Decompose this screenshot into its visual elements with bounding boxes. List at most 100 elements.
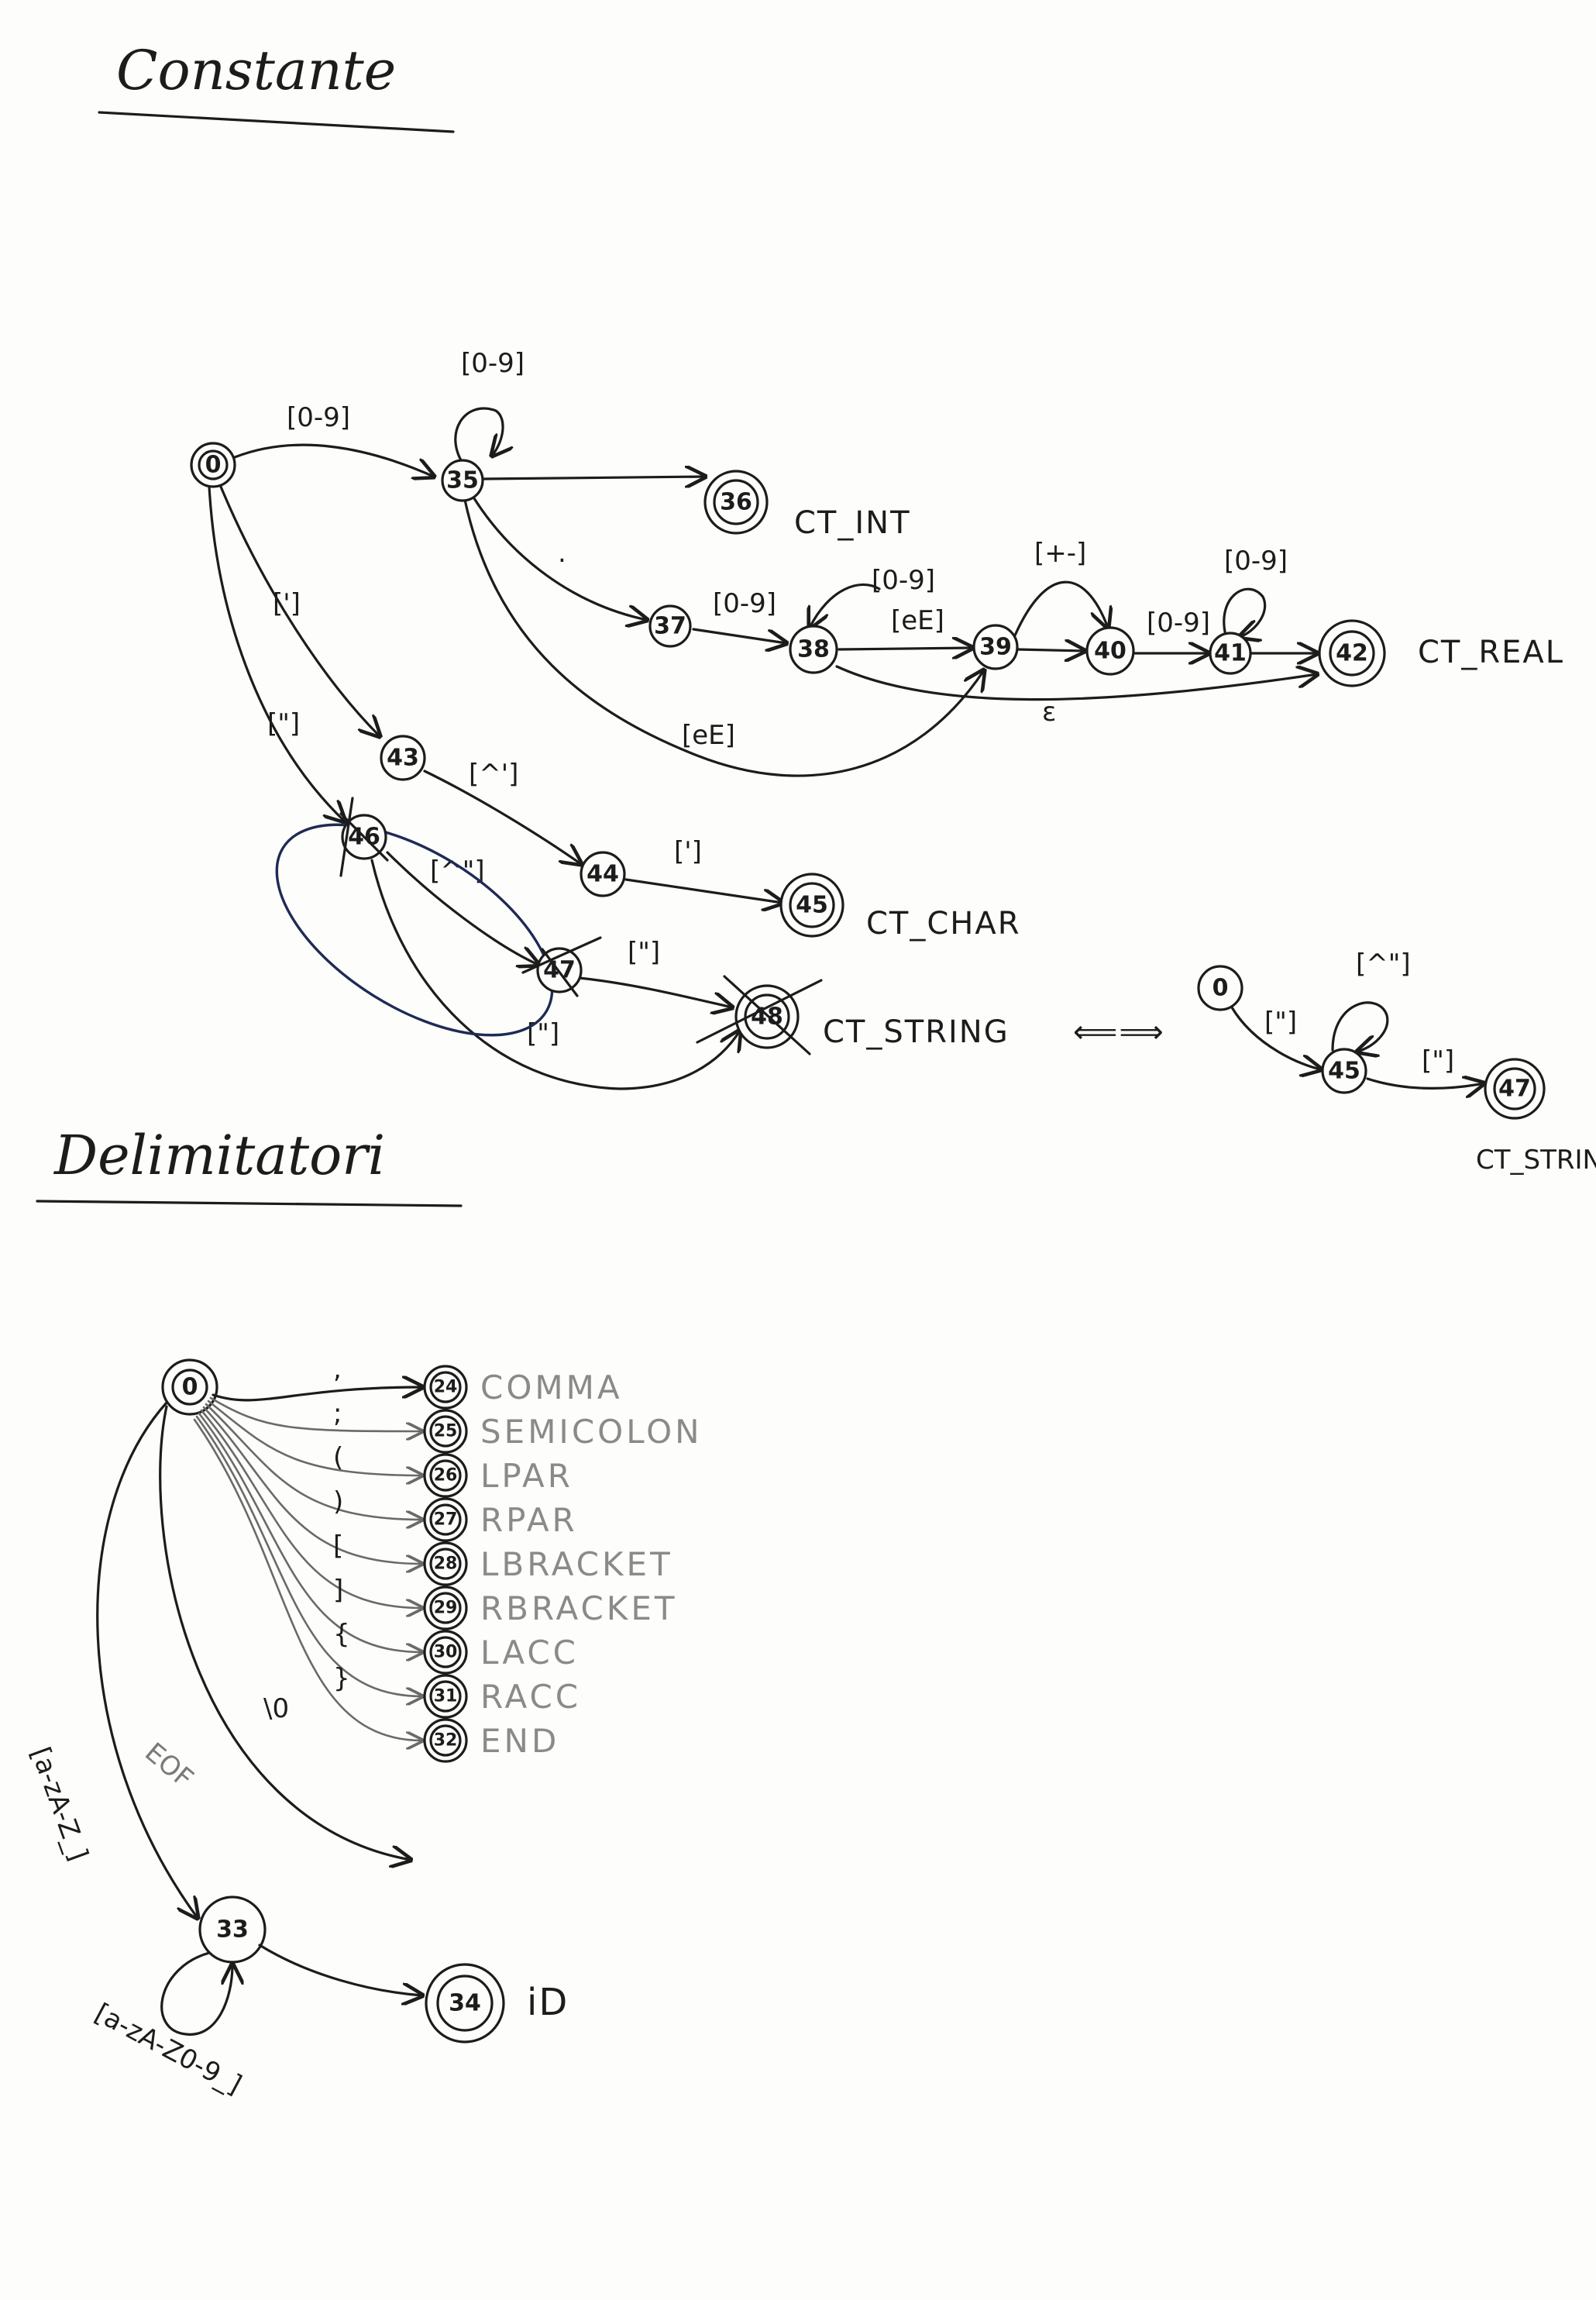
delimiter-state: 31: [423, 1674, 468, 1719]
state-40: 40: [1085, 626, 1135, 676]
svg-text:31: 31: [434, 1687, 458, 1706]
svg-text:37: 37: [654, 613, 686, 640]
edge-33-34: [258, 1944, 422, 1995]
label-38-39: [eE]: [891, 605, 944, 636]
delimiter-edge: [193, 1418, 422, 1740]
delimiter-symbol: [: [333, 1530, 343, 1561]
svg-text:35: 35: [446, 467, 479, 494]
svg-text:36: 36: [720, 489, 752, 516]
edge-46-47: [386, 851, 538, 965]
loop-41: [1223, 587, 1267, 637]
alt-label-45-47: ["]: [1422, 1045, 1454, 1076]
svg-text:38: 38: [797, 636, 830, 663]
alt-token-ct-string: CT_STRING: [1476, 1145, 1596, 1176]
svg-text:29: 29: [434, 1599, 458, 1618]
delimiter-state: 28: [423, 1541, 468, 1586]
state-42: 42: [1318, 619, 1386, 687]
token-ct-char: CT_CHAR: [866, 906, 1021, 942]
edge-eof-end: [159, 1405, 411, 1860]
label-37-38: [0-9]: [713, 588, 776, 619]
edge-38-39: [838, 648, 972, 649]
state-46: 46: [339, 797, 389, 877]
delimiter-state: 26: [423, 1453, 468, 1498]
delimiter-state: 24: [423, 1365, 468, 1410]
svg-text:44: 44: [586, 861, 619, 888]
svg-text:33: 33: [216, 1916, 249, 1944]
alt-edge-45-47: [1366, 1079, 1484, 1088]
delimiter-symbol: \0: [263, 1693, 289, 1724]
alt-state-45: 45: [1321, 1048, 1367, 1094]
svg-text:45: 45: [1328, 1058, 1360, 1085]
svg-text:25: 25: [434, 1422, 458, 1441]
svg-text:41: 41: [1214, 640, 1247, 667]
label-47-48: ["]: [628, 937, 660, 968]
delimiter-state: 29: [423, 1586, 468, 1630]
loop-35: [454, 407, 503, 468]
alt-loop-45: [1331, 1001, 1389, 1052]
state-33: 33: [198, 1895, 267, 1964]
delimiter-token: LPAR: [480, 1457, 573, 1495]
delimiter-edge: [198, 1412, 422, 1652]
delimiter-symbol: }: [333, 1663, 350, 1694]
token-ct-real: CT_REAL: [1418, 635, 1564, 670]
delimiter-token: RBRACKET: [480, 1589, 678, 1627]
label-eof: EOF: [139, 1737, 199, 1794]
delimiter-edge: [212, 1387, 422, 1402]
delimiter-edge: [195, 1415, 422, 1696]
alt-start-state: 0: [1197, 965, 1243, 1011]
edge-39-40-direct: [1016, 649, 1085, 651]
delimiter-symbol: ): [333, 1486, 343, 1517]
edge-46-48: [370, 859, 740, 1090]
delimiter-token: RPAR: [480, 1501, 578, 1539]
alt-edge-0-45: [1230, 1006, 1321, 1069]
svg-text:26: 26: [434, 1466, 458, 1486]
svg-text:0: 0: [205, 452, 222, 479]
svg-text:45: 45: [796, 892, 828, 919]
svg-text:43: 43: [387, 745, 419, 772]
edge-38-42-eps: [835, 666, 1317, 701]
equivalence-arrow: ⟸⟹: [1073, 1014, 1165, 1050]
edge-44-45: [624, 878, 783, 903]
state-35: 35: [441, 459, 484, 502]
blue-region-46-47: [275, 823, 554, 1037]
label-0-33: [a-zA-Z_]: [25, 1743, 95, 1864]
delimiters-title: Delimitatori: [53, 1124, 385, 1187]
delimiter-token: LACC: [480, 1634, 579, 1672]
delimiter-symbol: ;: [333, 1398, 342, 1429]
constants-title: Constante: [116, 39, 396, 102]
delimiters-title-underline: [36, 1200, 463, 1207]
label-35-39: [eE]: [682, 720, 735, 751]
svg-text:34: 34: [449, 1990, 481, 2017]
alt-label-loop-45: [^"]: [1356, 949, 1411, 980]
delimiter-edge: [209, 1396, 422, 1431]
delimiter-token: END: [480, 1722, 559, 1760]
svg-text:39: 39: [979, 634, 1012, 661]
state-39: 39: [972, 624, 1019, 670]
alt-state-47: 47: [1484, 1058, 1546, 1120]
label-46-48: ["]: [527, 1018, 559, 1049]
svg-text:30: 30: [434, 1643, 458, 1662]
delimiter-symbol: ,: [333, 1354, 342, 1385]
state-34: 34: [425, 1963, 505, 2043]
svg-text:42: 42: [1336, 640, 1368, 667]
loop-38: [810, 583, 881, 628]
state-47: 47: [521, 936, 602, 997]
alt-label-0-45: ["]: [1264, 1007, 1297, 1038]
svg-text:40: 40: [1094, 638, 1126, 665]
label-39-40-upper: [+-]: [1034, 538, 1086, 569]
label-0-35: [0-9]: [287, 402, 350, 433]
edge-35-39: [463, 498, 984, 777]
svg-text:32: 32: [434, 1731, 458, 1751]
label-loop-41: [0-9]: [1224, 546, 1288, 577]
loop-33: [160, 1951, 232, 2036]
state-37: 37: [648, 604, 692, 648]
token-ct-string: CT_STRING: [823, 1014, 1010, 1050]
edge-0-43: [219, 485, 380, 736]
label-46-47: [^"]: [430, 856, 485, 887]
edge-0-46: [208, 485, 345, 821]
delimiter-symbol: (: [333, 1442, 343, 1473]
label-43-44: [^']: [469, 759, 518, 790]
label-0-46: ["]: [267, 708, 300, 739]
